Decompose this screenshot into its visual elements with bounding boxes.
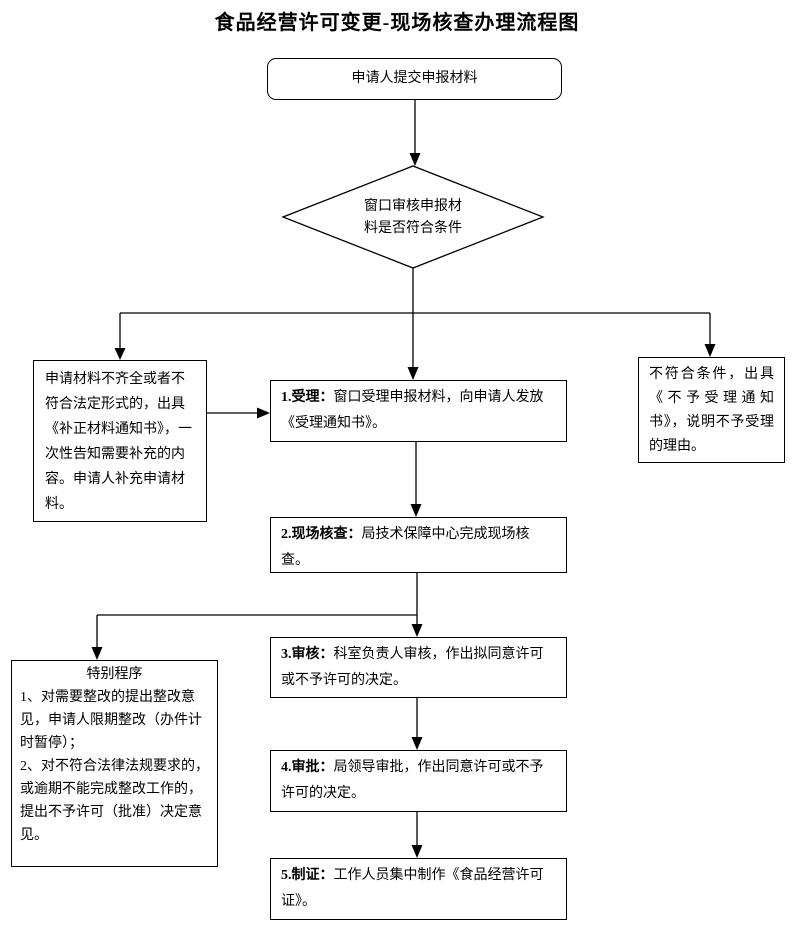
step-box-onsite-check: 2.现场核查：局技术保障中心完成现场核查。 <box>270 517 567 573</box>
special-procedure-title: 特别程序 <box>86 667 143 682</box>
arrowhead-to-step4 <box>411 737 423 750</box>
special-procedure-box: 特别程序 1、对需要整改的提出整改意见，申请人限期整改（办件计时暂停）； 2、对… <box>11 660 218 867</box>
step-box-approval: 4.审批：局领导审批，作出同意许可或不予许可的决定。 <box>270 750 567 812</box>
arrowhead-to-step3 <box>411 624 423 637</box>
step-label: 1.受理： <box>281 390 334 405</box>
step-text: 局领导审批，作出同意许可或不予许可的决定。 <box>281 760 544 801</box>
decision-label-line2: 料是否符合条件 <box>364 221 462 236</box>
decision-label: 窗口审核申报材 料是否符合条件 <box>313 196 513 240</box>
decision-label-line1: 窗口审核申报材 <box>364 199 462 214</box>
arrowhead-to-step2 <box>410 504 422 517</box>
arrowhead-to-special <box>91 647 103 660</box>
step-box-accept: 1.受理：窗口受理申报材料，向申请人发放《受理通知书》。 <box>270 380 567 442</box>
supplement-materials-box: 申请材料不齐全或者不符合法定形式的，出具《补正材料通知书》，一次性告知需要补充的… <box>33 360 207 522</box>
arrowhead-to-step1 <box>407 367 419 380</box>
rejection-text: 不符合条件，出具《不予受理通知书》，说明不予受理的理由。 <box>649 367 774 454</box>
step-box-review: 3.审核：科室负责人审核，作出拟同意许可或不予许可的决定。 <box>270 637 567 698</box>
arrowhead-to-leftbox <box>114 348 126 360</box>
page-title: 食品经营许可变更-现场核查办理流程图 <box>214 12 580 34</box>
rejection-box: 不符合条件，出具《不予受理通知书》，说明不予受理的理由。 <box>638 357 785 463</box>
start-node-label: 申请人提交申报材料 <box>351 71 478 86</box>
step-text: 工作人员集中制作《食品经营许可证》。 <box>281 868 544 909</box>
arrowhead-to-decision <box>409 153 421 166</box>
step-label: 2.现场核查： <box>281 527 362 542</box>
special-procedure-item: 2、对不符合法律法规要求的，或逾期不能完成整改工作的，提出不予许可（批准）决定意… <box>20 759 209 843</box>
step-text: 窗口受理申报材料，向申请人发放《受理通知书》。 <box>281 390 544 431</box>
step-label: 5.制证： <box>281 868 334 883</box>
arrowhead-leftbox-to-step1 <box>257 407 270 419</box>
step-text: 局技术保障中心完成现场核查。 <box>281 527 530 568</box>
arrowhead-to-step5 <box>411 845 423 858</box>
arrowhead-to-rightbox <box>704 344 716 357</box>
step-label: 4.审批： <box>281 760 334 775</box>
special-procedure-item: 1、对需要整改的提出整改意见，申请人限期整改（办件计时暂停）； <box>20 690 202 751</box>
step-text: 科室负责人审核，作出拟同意许可或不予许可的决定。 <box>281 647 544 688</box>
supplement-materials-text: 申请材料不齐全或者不符合法定形式的，出具《补正材料通知书》，一次性告知需要补充的… <box>45 372 192 512</box>
step-label: 3.审核： <box>281 647 334 662</box>
start-node: 申请人提交申报材料 <box>267 58 562 100</box>
decision-diamond-shape <box>281 165 545 269</box>
step-box-certificate: 5.制证：工作人员集中制作《食品经营许可证》。 <box>270 858 567 920</box>
